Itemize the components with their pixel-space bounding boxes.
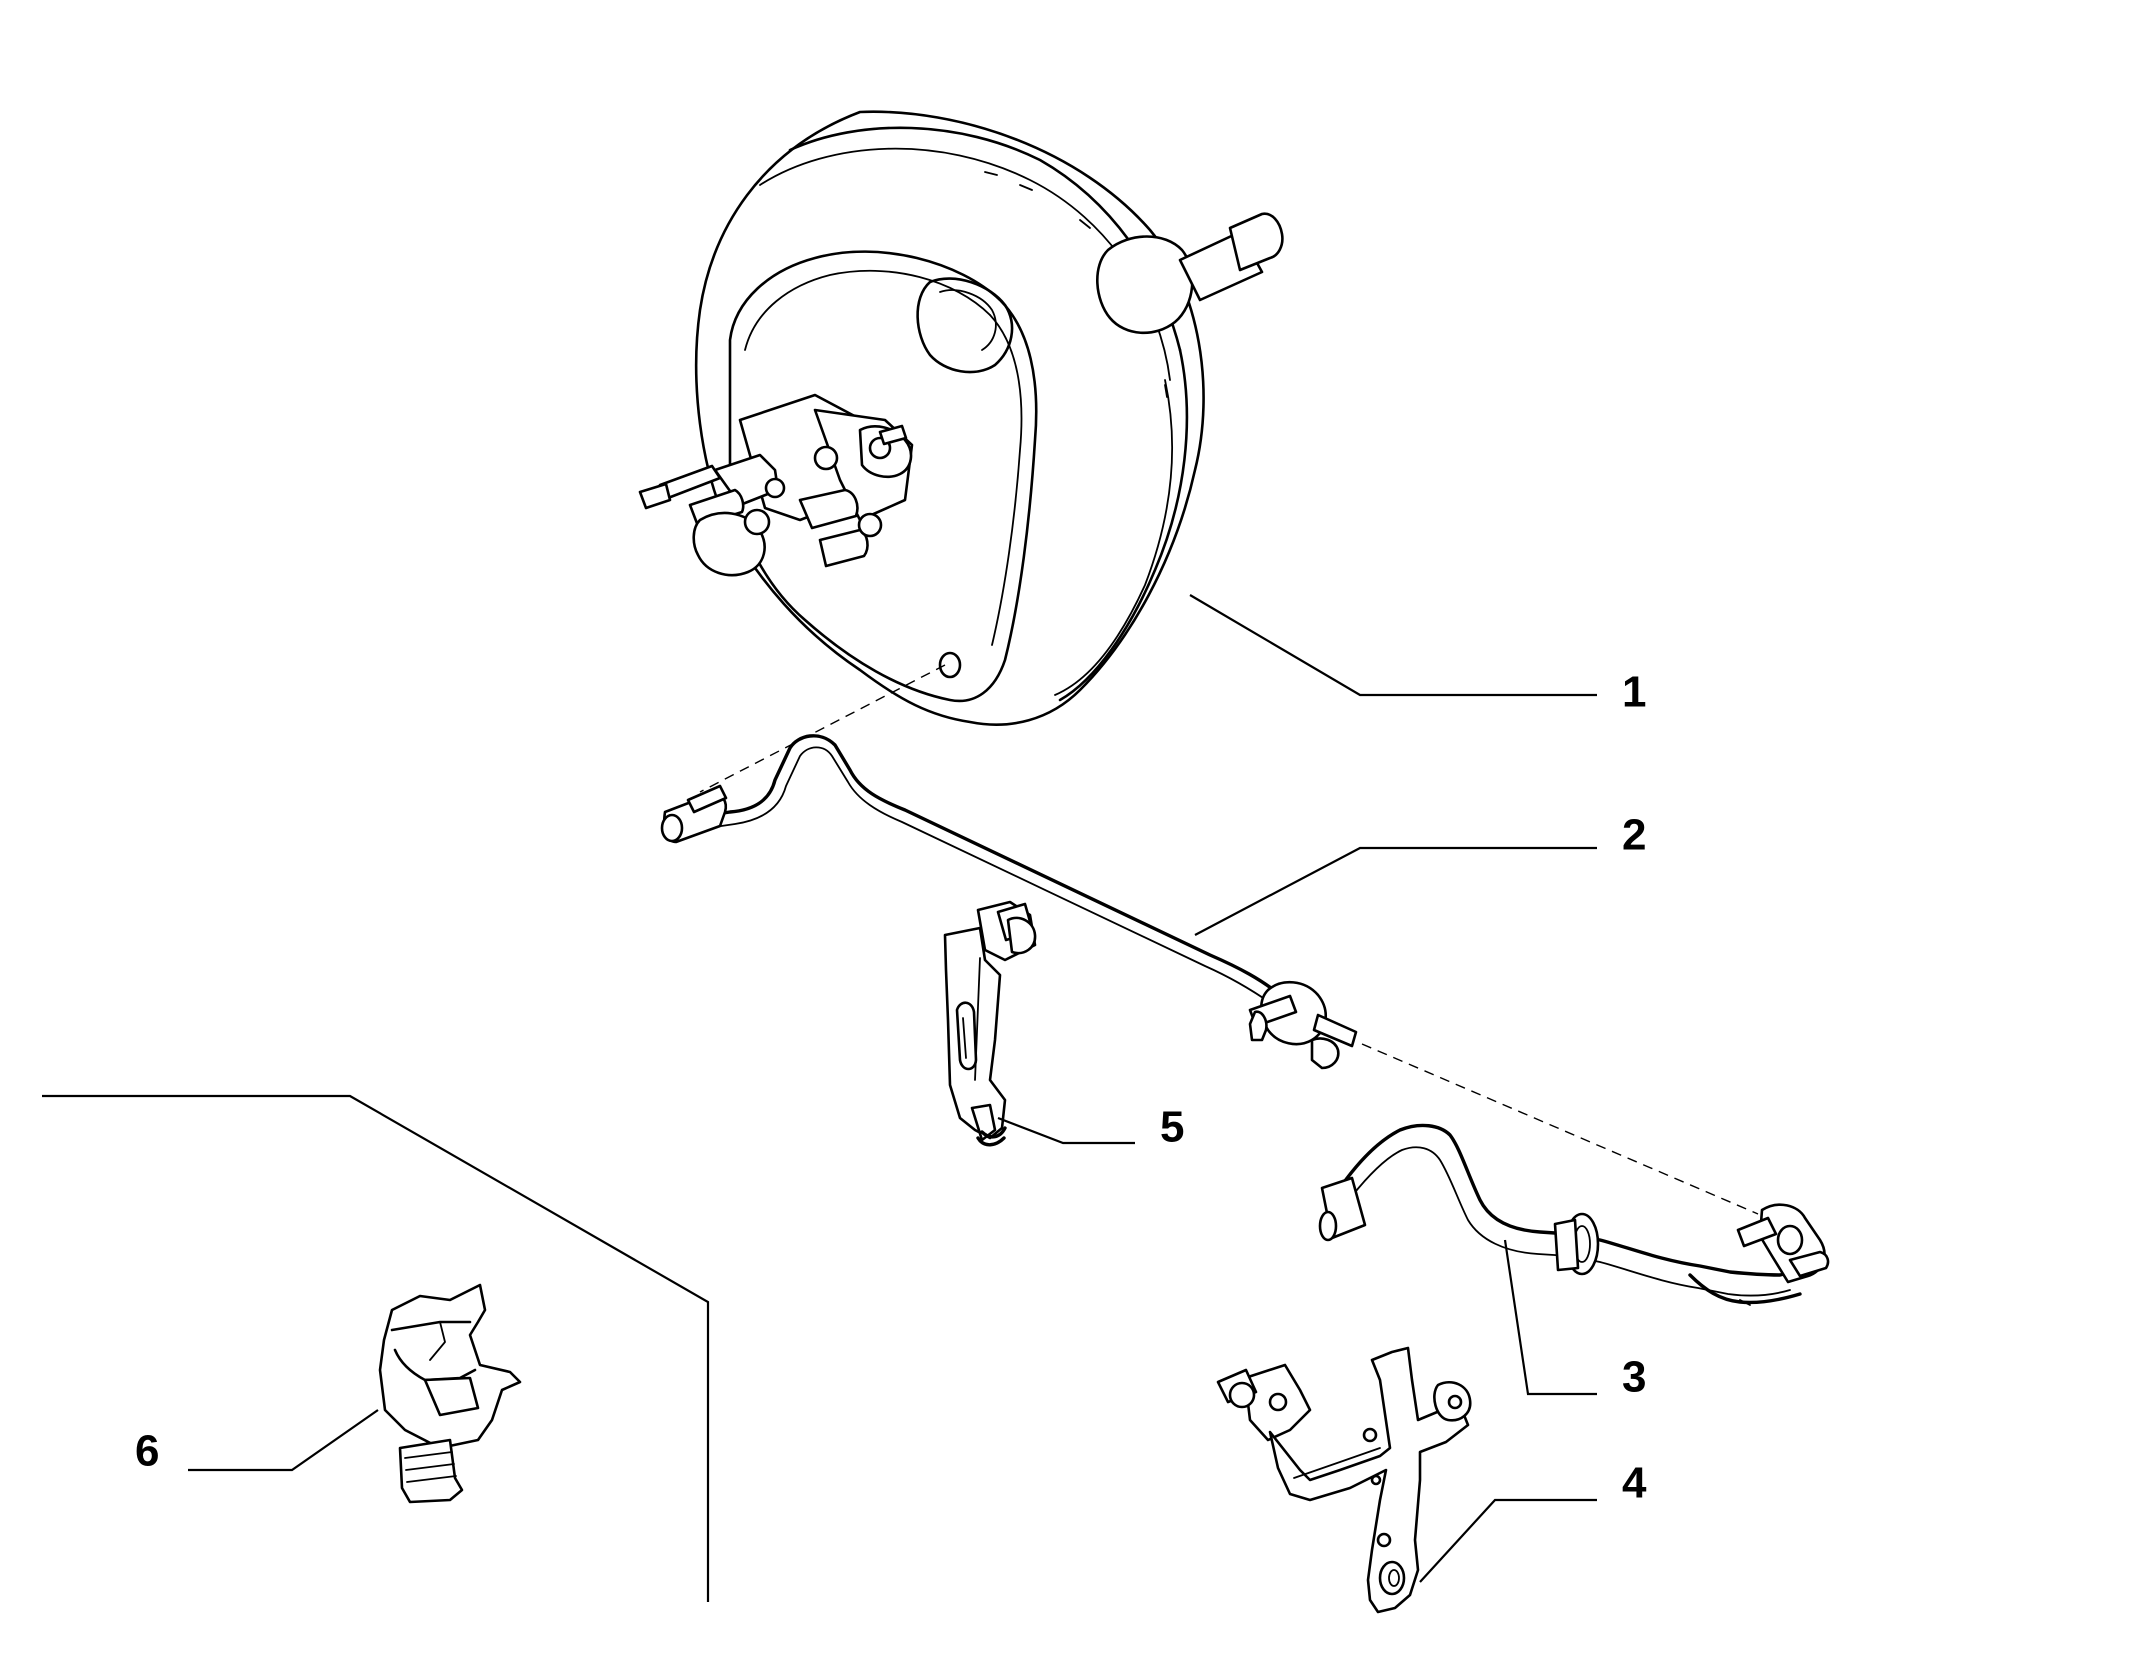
callout-label-2: 2 [1622, 811, 1646, 860]
callout-label-6: 6 [135, 1427, 159, 1476]
leader-line-1 [1189, 594, 1597, 697]
leader-line-2 [1194, 846, 1597, 936]
leader-line-6 [188, 1409, 379, 1472]
fastening-clip-icon[interactable] [378, 1283, 522, 1504]
leader-line-3 [1503, 1239, 1597, 1396]
group-divider-line [42, 1094, 710, 1602]
pipe-clip-bracket-icon[interactable] [943, 900, 1037, 1147]
callout-label-1: 1 [1622, 668, 1646, 717]
callout-label-3: 3 [1622, 1353, 1646, 1402]
vacuum-hose-icon[interactable] [1318, 1123, 1830, 1306]
brake-booster-icon[interactable] [638, 110, 1284, 726]
callout-label-5: 5 [1160, 1103, 1184, 1152]
leader-line-5 [997, 1116, 1135, 1145]
pipe-bracket-icon[interactable] [1216, 1346, 1472, 1614]
vacuum-pipe-icon[interactable] [660, 734, 1358, 1070]
assembly-guide-line [699, 664, 946, 793]
assembly-guide-line [1361, 1043, 1759, 1215]
callout-label-4: 4 [1622, 1459, 1647, 1508]
leader-line-4 [1419, 1498, 1597, 1583]
